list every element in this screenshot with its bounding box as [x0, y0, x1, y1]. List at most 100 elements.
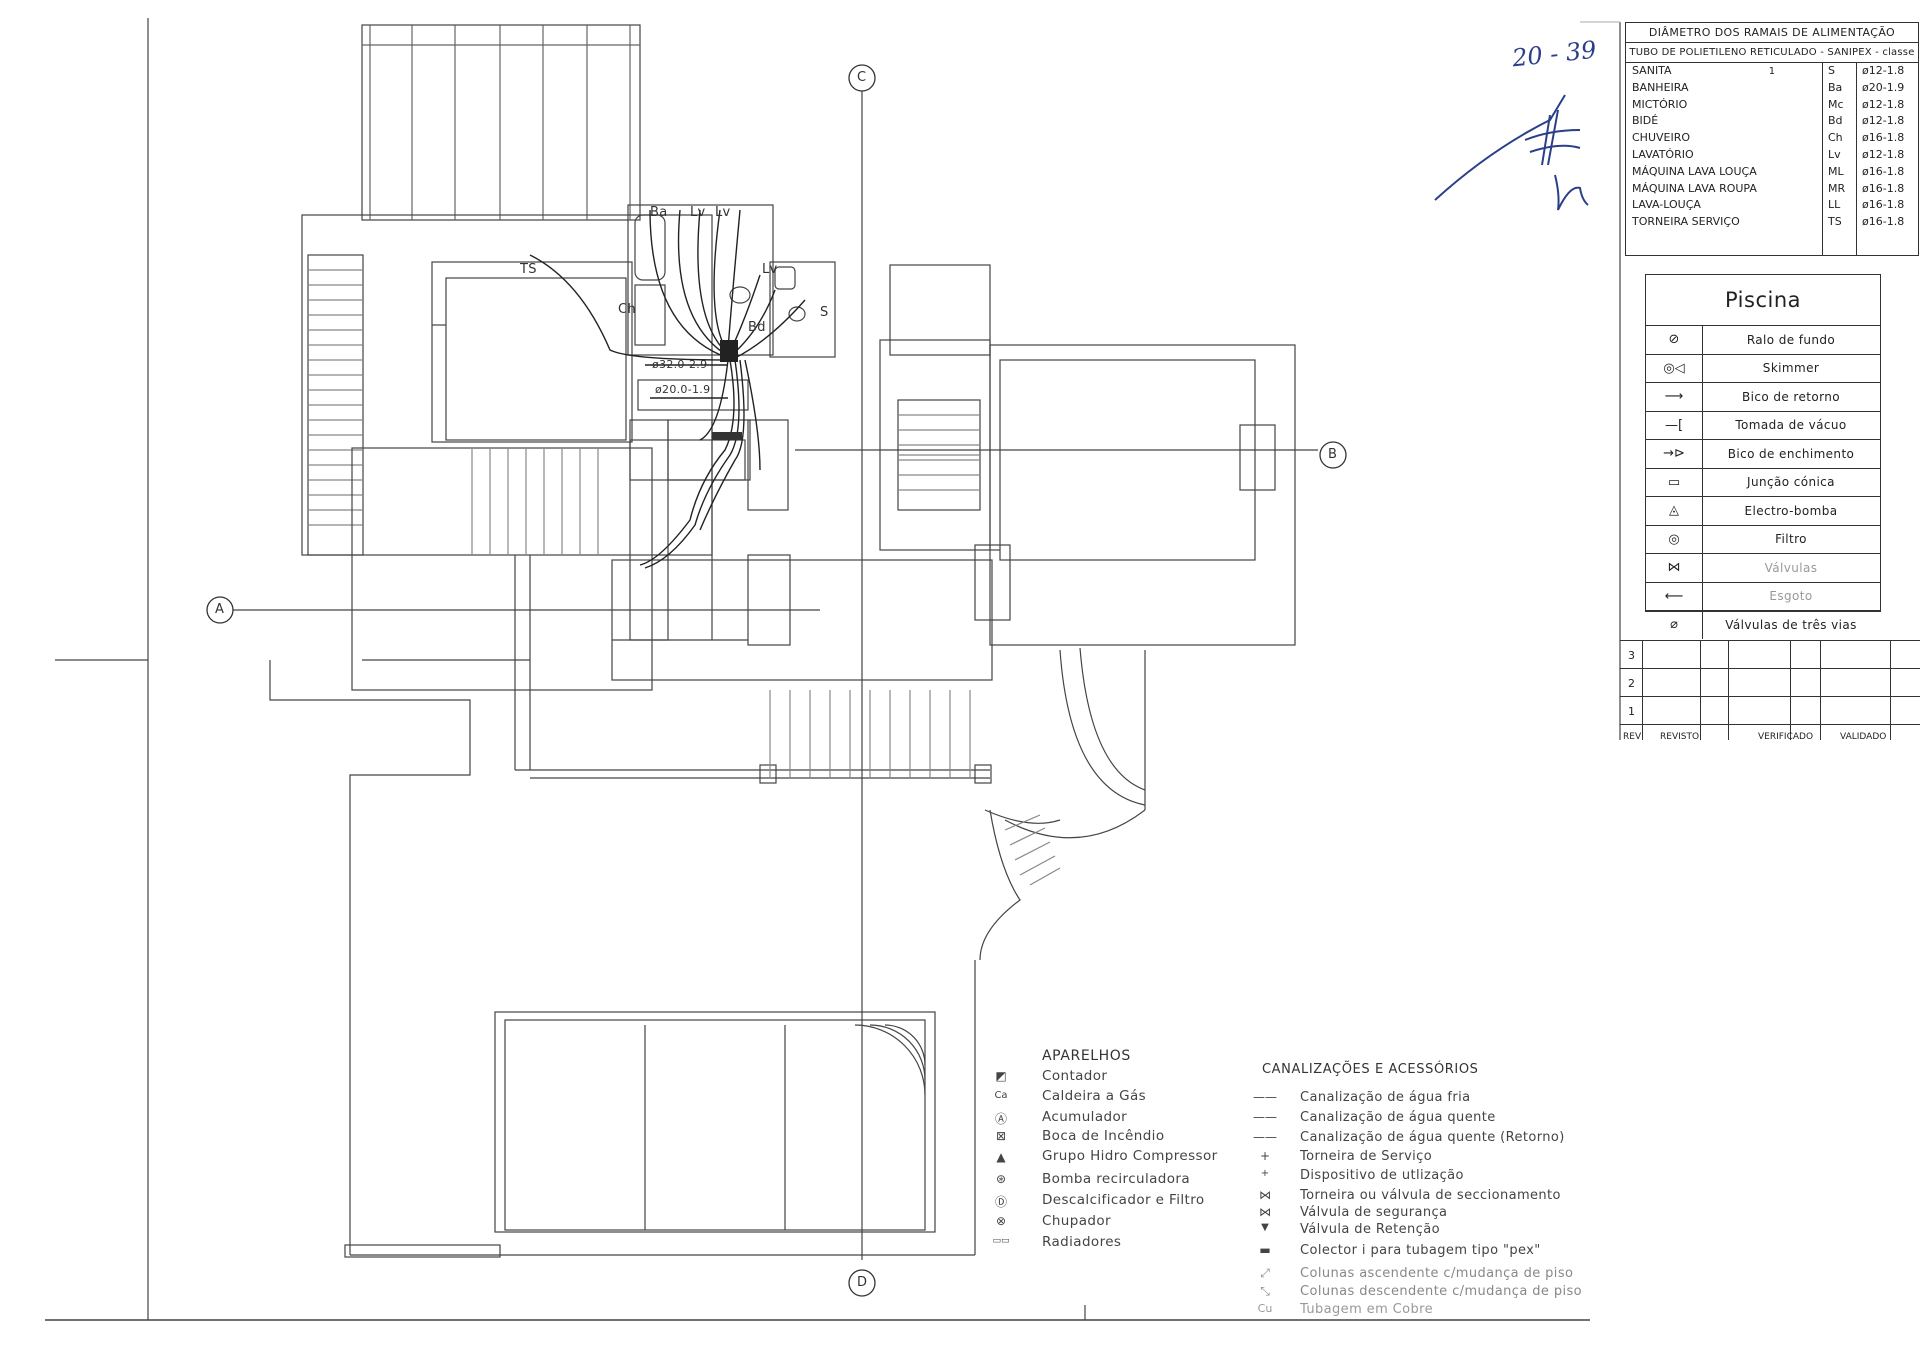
canalizacoes-title: CANALIZAÇÕES E ACESSÓRIOS	[1262, 1062, 1479, 1077]
skimmer-icon: ◎◁	[1646, 354, 1703, 382]
fixture-code: S	[1828, 64, 1835, 77]
table-divider	[1822, 63, 1823, 255]
legend-label: Caldeira a Gás	[1042, 1088, 1147, 1104]
valve-icon: ⋈	[1646, 554, 1703, 582]
fixture-code: Ba	[1828, 80, 1843, 94]
list-item: ⋈ Válvulas	[1646, 554, 1880, 583]
radiator-icon: ▭▭	[992, 1236, 1010, 1246]
legend-label: Radiadores	[1042, 1234, 1122, 1250]
fixture-code: Ch	[1828, 131, 1843, 145]
copper-pipe-icon: Cu	[1257, 1302, 1273, 1315]
fixture-name: TORNEIRA SERVIÇO	[1632, 215, 1740, 229]
fixture-name: MICTÓRIO	[1632, 97, 1688, 111]
legend-label: Dispositivo de utlização	[1300, 1168, 1464, 1183]
plan-label-ba: Ba	[650, 205, 668, 220]
handwritten-signature	[1434, 94, 1589, 211]
legend-label: Filtro	[1775, 532, 1807, 547]
return-nozzle-icon: ⟶	[1646, 383, 1703, 411]
riser-up-icon: ⤢	[1260, 1266, 1270, 1280]
list-item: ◬Electro-bomba	[1646, 497, 1880, 526]
cold-water-line-icon: ——	[1253, 1090, 1277, 1104]
legend-label: Contador	[1042, 1068, 1108, 1084]
legend-label: Acumulador	[1042, 1109, 1128, 1125]
list-item: ⟶ Bico de retorno	[1646, 383, 1880, 412]
table-row: BANHEIRA Ba ø20-1.9	[1626, 80, 1918, 97]
list-item: ⟵Esgoto	[1646, 582, 1880, 611]
table-divider	[1856, 63, 1857, 255]
axis-b-label: B	[1328, 447, 1338, 462]
legend-label: Canalização de água quente	[1300, 1110, 1496, 1125]
filter-icon: ◎	[1646, 525, 1703, 553]
legend-label: Válvula de segurança	[1300, 1205, 1448, 1220]
bottom-drain-icon: ⊘	[1646, 326, 1703, 354]
legend-label: Colector i para tubagem tipo "pex"	[1300, 1243, 1541, 1258]
legend-label: Torneira ou válvula de seccionamento	[1300, 1188, 1561, 1203]
fixture-code: Lv	[1828, 147, 1841, 161]
fixture-diameter: ø16-1.8	[1862, 198, 1905, 212]
check-valve-icon: ▼	[1261, 1222, 1269, 1233]
legend-label: Válvulas	[1764, 560, 1818, 575]
fixture-name: CHUVEIRO	[1632, 131, 1691, 145]
fixture-name: BANHEIRA	[1632, 80, 1689, 94]
plan-label-ts: TS	[520, 262, 537, 277]
list-item: →⊳Bico de enchimento	[1646, 440, 1880, 469]
axis-a-label: A	[215, 602, 225, 617]
recirculation-pump-icon: ⊛	[995, 1172, 1007, 1186]
gas-boiler-icon: Ca	[994, 1090, 1008, 1101]
legend-label: Válvula de Retenção	[1300, 1222, 1440, 1237]
plan-label-lv2: Lv	[715, 205, 731, 220]
revision-number: 1	[1628, 705, 1635, 718]
fixture-icon: +	[1260, 1168, 1270, 1179]
softener-icon: Ⓓ	[994, 1195, 1007, 1209]
revision-block: 3 2 1 REV REVISTO VERIFICADO VALIDADO	[1620, 640, 1920, 742]
hot-water-line-icon: ——	[1253, 1110, 1277, 1124]
riser-down-icon: ⤡	[1260, 1284, 1270, 1298]
legend-label: Boca de Incêndio	[1042, 1128, 1165, 1144]
hot-water-return-icon: ——	[1253, 1130, 1277, 1144]
fixture-diameter: ø16-1.8	[1862, 181, 1905, 195]
fixture-name: LAVATÓRIO	[1632, 147, 1694, 161]
fixture-diameter: ø20-1.9	[1862, 80, 1905, 94]
plan-label-s: S	[820, 305, 829, 320]
fixture-name: BIDÉ	[1632, 114, 1659, 128]
pool-legend: Piscina ⊘Ralo de fundo ◎◁Skimmer ⟶Bico d…	[1645, 274, 1881, 639]
legend-label: Bico de retorno	[1742, 389, 1840, 404]
pipe-diameter-2: ø20.0-1.9	[655, 383, 711, 396]
axis-d-label: D	[857, 1275, 868, 1290]
fixture-code: TS	[1828, 215, 1842, 229]
plan-label-lv1: Lv	[690, 205, 706, 220]
list-item: ▭Junção cónica	[1646, 468, 1880, 497]
pipe-diameter-1: ø32.0-2.9	[652, 358, 708, 371]
list-item: —[Tomada de vácuo	[1646, 411, 1880, 440]
legend-label: Chupador	[1042, 1213, 1111, 1229]
fixture-code: ML	[1828, 164, 1844, 178]
feed-table-title: DIÂMETRO DOS RAMAIS DE ALIMENTAÇÃO	[1626, 23, 1918, 43]
reviewed-header: REVISTO	[1660, 732, 1700, 742]
list-item: ⌀Válvulas de três vias	[1646, 611, 1880, 639]
legend-label: Descalcificador e Filtro	[1042, 1192, 1205, 1208]
legend-label: Canalização de água fria	[1300, 1090, 1471, 1105]
legend-label: Bico de enchimento	[1727, 446, 1855, 461]
validated-header: VALIDADO	[1840, 732, 1887, 742]
fixture-diameter: ø12-1.8	[1862, 97, 1905, 111]
meter-icon: ◩	[995, 1069, 1007, 1083]
fixture-code: LL	[1828, 198, 1841, 212]
legend-label: Tubagem em Cobre	[1300, 1302, 1434, 1317]
revision-number: 2	[1628, 677, 1635, 690]
legend-label: Junção cónica	[1747, 475, 1835, 490]
legend-label: Válvulas de três vias	[1725, 617, 1857, 632]
hydro-compressor-icon: ▲	[996, 1150, 1006, 1164]
fire-hydrant-icon: ⊠	[995, 1129, 1007, 1143]
electric-pump-icon: ◬	[1646, 497, 1703, 525]
accumulator-icon: Ⓐ	[994, 1112, 1007, 1126]
fixture-diameter: ø16-1.8	[1862, 164, 1905, 178]
table-divider	[1700, 640, 1701, 740]
